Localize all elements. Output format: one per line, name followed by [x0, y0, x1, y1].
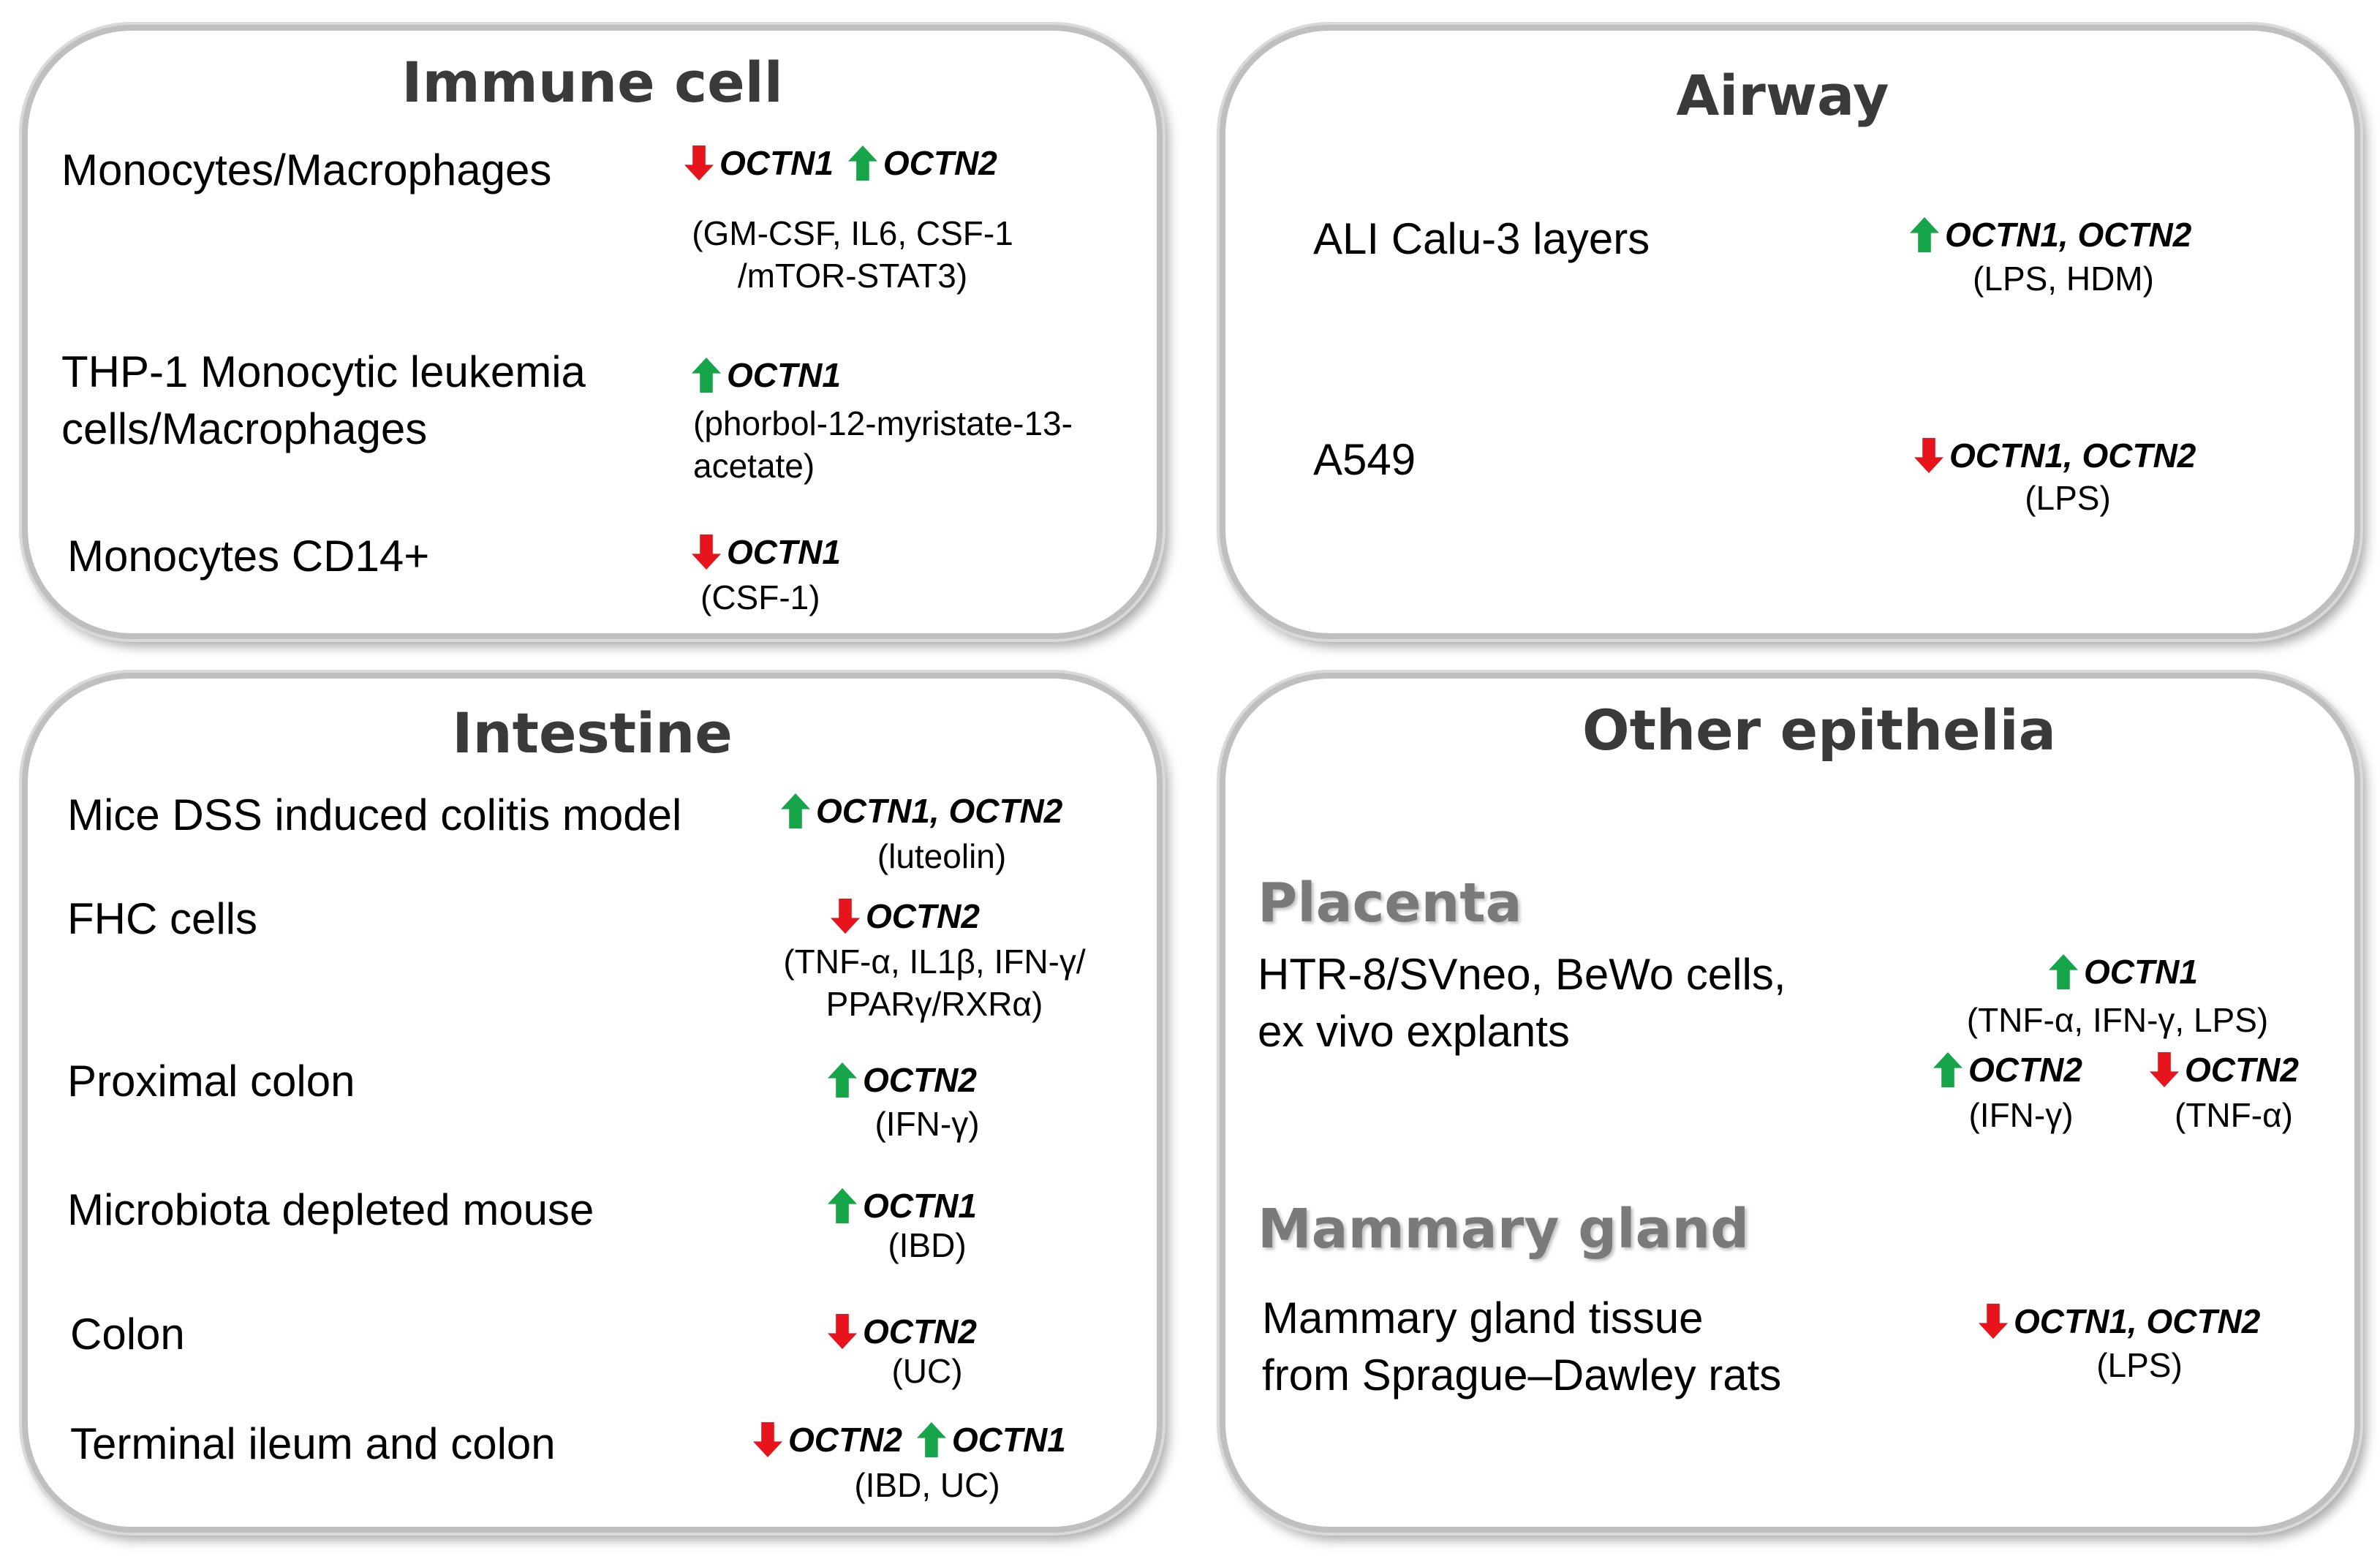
gene-change: OCTN2 [831, 895, 980, 937]
mammary-heading: Mammary gland [1258, 1198, 1750, 1261]
gene-change: OCTN2 [828, 1059, 977, 1101]
panel-title: Intestine [452, 700, 733, 766]
item-label: Monocytes/Macrophages [61, 146, 552, 194]
condition-text: (TNF-α, IFN-γ, LPS) [1966, 1001, 2269, 1039]
other-epithelia-panel: Other epithelia Placenta HTR-8/SVneo, Be… [1220, 673, 2360, 1533]
placenta-heading: Placenta [1258, 872, 1522, 934]
up-arrow-icon [828, 1188, 857, 1223]
down-arrow-icon [2150, 1052, 2179, 1087]
down-arrow-icon [1979, 1304, 2008, 1339]
immune-cell-panel: Immune cell Monocytes/Macrophages OCTN1 … [22, 25, 1163, 639]
up-arrow-icon [781, 793, 810, 828]
up-arrow-icon [847, 146, 877, 181]
condition-text: (luteolin) [877, 837, 1007, 875]
up-arrow-icon [828, 1062, 857, 1098]
gene-change: OCTN1, OCTN2 [1914, 434, 2196, 477]
down-arrow-icon [831, 899, 860, 934]
up-arrow-icon [2049, 954, 2078, 989]
condition-text: (IBD) [888, 1226, 967, 1264]
intestine-panel: Intestine Mice DSS induced colitis model… [22, 673, 1163, 1533]
panel-title: Other epithelia [1582, 698, 2056, 763]
condition-text: (GM-CSF, IL6, CSF-1 /mTOR-STAT3) [692, 214, 1013, 295]
item-label: ALI Calu-3 layers [1313, 214, 1650, 263]
gene-change: OCTN1, OCTN2 [1979, 1300, 2260, 1342]
gene-change: OCTN1 OCTN2 [684, 142, 997, 184]
item-label: HTR-8/SVneo, BeWo cells, ex vivo explant… [1258, 950, 1786, 1056]
down-arrow-icon [828, 1314, 857, 1349]
item-label: Mice DSS induced colitis model [67, 790, 682, 839]
item-label: Mammary gland tissue from Sprague–Dawley… [1262, 1293, 1782, 1400]
gene-change: OCTN1 [692, 354, 841, 396]
gene-change: OCTN1, OCTN2 [781, 790, 1062, 832]
gene-change: OCTN2 OCTN1 [753, 1419, 1066, 1461]
panel-title: Immune cell [401, 50, 783, 115]
up-arrow-icon [1933, 1052, 1962, 1087]
down-arrow-icon [753, 1422, 782, 1457]
condition-text: (TNF-α) [2175, 1096, 2293, 1134]
item-label: Terminal ileum and colon [70, 1419, 556, 1468]
up-arrow-icon [1910, 217, 1939, 252]
item-label: THP-1 Monocytic leukemia cells/Macrophag… [61, 347, 586, 453]
panel-title: Airway [1676, 63, 1889, 128]
gene-change: OCTN1, OCTN2 [1910, 214, 2191, 256]
gene-change: OCTN2 [1933, 1049, 2082, 1091]
condition-text: (IFN-γ) [874, 1105, 980, 1143]
gene-change: OCTN1 [828, 1185, 977, 1227]
gene-change: OCTN2 [828, 1310, 977, 1353]
condition-text: (LPS, HDM) [1973, 260, 2154, 298]
up-arrow-icon [916, 1422, 946, 1457]
gene-change: OCTN2 [2150, 1049, 2299, 1091]
airway-panel: Airway ALI Calu-3 layers OCTN1, OCTN2 (L… [1220, 25, 2360, 639]
up-arrow-icon [692, 358, 721, 393]
item-label: Colon [70, 1310, 185, 1359]
down-arrow-icon [684, 146, 714, 181]
condition-text: (TNF-α, IL1β, IFN-γ/ PPARγ/RXRα) [783, 943, 1086, 1023]
down-arrow-icon [692, 535, 721, 570]
item-label: Proximal colon [67, 1057, 355, 1106]
condition-text: (phorbol-12-myristate-13- acetate) [693, 404, 1073, 485]
condition-text: (UC) [891, 1352, 963, 1390]
item-label: A549 [1313, 435, 1416, 484]
item-label: Microbiota depleted mouse [67, 1185, 594, 1234]
gene-change: OCTN1 [692, 531, 841, 573]
item-label: Monocytes CD14+ [67, 532, 430, 581]
condition-text: (LPS) [2096, 1346, 2183, 1384]
condition-text: (IFN-γ) [1968, 1096, 2074, 1134]
condition-text: (CSF-1) [700, 578, 820, 616]
condition-text: (LPS) [2025, 479, 2111, 517]
condition-text: (IBD, UC) [854, 1466, 1000, 1504]
down-arrow-icon [1914, 438, 1943, 473]
item-label: FHC cells [67, 894, 258, 943]
gene-change: OCTN1 [2049, 951, 2198, 993]
